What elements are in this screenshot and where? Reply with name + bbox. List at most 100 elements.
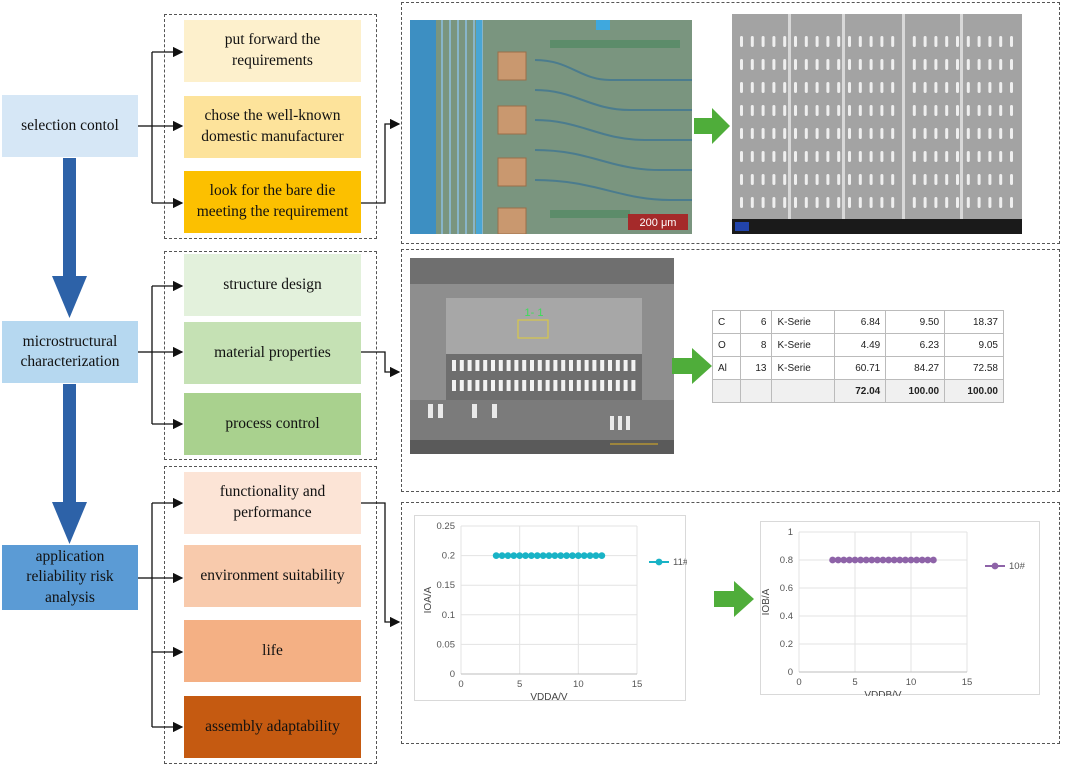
y-tick-label: 0.4 bbox=[780, 611, 793, 622]
charts-frame bbox=[401, 502, 1060, 744]
data-point bbox=[528, 552, 535, 559]
optical-micrograph: 200 μm bbox=[410, 20, 692, 234]
x-tick-label: 0 bbox=[796, 677, 801, 688]
eds-cell: 60.71 bbox=[834, 356, 887, 380]
data-point bbox=[592, 552, 600, 559]
data-point bbox=[557, 552, 565, 559]
data-point bbox=[874, 556, 881, 564]
legend-label: 10# bbox=[1009, 561, 1026, 572]
y-tick-label: 0.1 bbox=[442, 610, 455, 621]
data-point bbox=[522, 552, 529, 559]
eds-cell: 72.04 bbox=[834, 379, 887, 403]
data-point bbox=[510, 552, 518, 559]
table-row: O 8 K-Serie 4.49 6.23 9.05 bbox=[711, 333, 1004, 357]
data-point bbox=[516, 552, 524, 559]
x-axis-label: VDDB/V bbox=[864, 690, 902, 696]
eds-cell: 4.49 bbox=[834, 333, 887, 357]
y-tick-label: 0.15 bbox=[437, 580, 456, 591]
eds-cell bbox=[740, 379, 773, 403]
eds-cell: 13 bbox=[740, 356, 773, 380]
box-environment-suitability: environment suitability bbox=[184, 545, 361, 607]
y-axis-label: IOA/A bbox=[423, 586, 434, 613]
eds-cell: 100.00 bbox=[944, 379, 1004, 403]
data-point bbox=[563, 552, 570, 559]
eds-cell: 9.05 bbox=[944, 333, 1004, 357]
legend-marker bbox=[991, 562, 999, 570]
images-frame-1 bbox=[401, 2, 1060, 244]
box-assembly-adaptability: assembly adaptability bbox=[184, 696, 361, 758]
eds-cell: 8 bbox=[740, 333, 773, 357]
data-point bbox=[846, 556, 853, 564]
data-point bbox=[857, 556, 864, 564]
box-process-control: process control bbox=[184, 393, 361, 455]
eds-cell: 84.27 bbox=[885, 356, 946, 380]
data-point bbox=[885, 556, 892, 564]
box-look-for-bare-die: look for the bare die meeting the requir… bbox=[184, 171, 361, 233]
data-point bbox=[868, 556, 876, 564]
data-point bbox=[504, 552, 512, 559]
y-tick-label: 0.8 bbox=[780, 555, 793, 566]
eds-cell: K-Serie bbox=[771, 310, 836, 334]
stage-flow-arrows bbox=[52, 158, 87, 544]
sem-cross-section: 1- 1 bbox=[410, 258, 674, 454]
data-point bbox=[924, 556, 932, 564]
y-tick-label: 0 bbox=[788, 667, 793, 678]
data-point bbox=[551, 552, 559, 559]
data-point bbox=[498, 552, 506, 559]
y-tick-label: 1 bbox=[788, 527, 793, 538]
table-row: Al 13 K-Serie 60.71 84.27 72.58 bbox=[711, 356, 1004, 380]
data-point bbox=[539, 552, 547, 559]
y-tick-label: 0.2 bbox=[442, 551, 455, 562]
box-life: life bbox=[184, 620, 361, 682]
data-point bbox=[930, 556, 937, 564]
x-tick-label: 0 bbox=[458, 679, 463, 690]
box-functionality-performance: functionality and performance bbox=[184, 472, 361, 534]
optical-scale-label: 200 μm bbox=[640, 217, 677, 229]
box-put-forward-requirements: put forward the requirements bbox=[184, 20, 361, 82]
data-point bbox=[580, 552, 588, 559]
data-point bbox=[533, 552, 541, 559]
stage-selection-control: selection contol bbox=[2, 95, 138, 157]
sem-region-label: 1- 1 bbox=[525, 307, 544, 319]
data-point bbox=[569, 552, 576, 559]
data-point bbox=[834, 556, 842, 564]
y-tick-label: 0 bbox=[450, 669, 455, 680]
x-tick-label: 5 bbox=[517, 679, 522, 690]
eds-table: C 6 K-Serie 6.84 9.50 18.37 O 8 K-Serie … bbox=[711, 310, 1004, 403]
x-tick-label: 15 bbox=[962, 677, 973, 688]
x-tick-label: 10 bbox=[906, 677, 917, 688]
group3-frame bbox=[164, 466, 377, 764]
legend-label: 11# bbox=[673, 557, 687, 568]
x-tick-label: 10 bbox=[573, 679, 584, 690]
data-point bbox=[586, 552, 594, 559]
data-point bbox=[913, 556, 920, 564]
green-arrows bbox=[672, 108, 754, 617]
x-axis-label: VDDA/V bbox=[530, 692, 568, 702]
data-point bbox=[545, 552, 553, 559]
data-point bbox=[840, 556, 848, 564]
data-point bbox=[896, 556, 904, 564]
x-tick-label: 15 bbox=[632, 679, 643, 690]
eds-cell bbox=[771, 379, 836, 403]
data-point bbox=[902, 556, 909, 564]
data-point bbox=[492, 552, 500, 559]
data-point bbox=[907, 556, 915, 564]
y-tick-label: 0.2 bbox=[780, 639, 793, 650]
table-row: 72.04 100.00 100.00 bbox=[711, 379, 1004, 403]
data-point bbox=[598, 552, 606, 559]
box-material-properties: material properties bbox=[184, 322, 361, 384]
eds-cell: 72.58 bbox=[944, 356, 1004, 380]
eds-cell: K-Serie bbox=[771, 333, 836, 357]
group2-frame bbox=[164, 251, 377, 460]
data-point bbox=[829, 556, 836, 564]
y-axis-label: IOB/A bbox=[761, 588, 772, 615]
box-chose-manufacturer: chose the well-known domestic manufactur… bbox=[184, 96, 361, 158]
sem-top-view bbox=[732, 14, 1022, 234]
y-tick-label: 0.05 bbox=[437, 639, 456, 650]
stage-microstructural-characterization: microstructural characterization bbox=[2, 321, 138, 383]
images-frame-2 bbox=[401, 249, 1060, 492]
